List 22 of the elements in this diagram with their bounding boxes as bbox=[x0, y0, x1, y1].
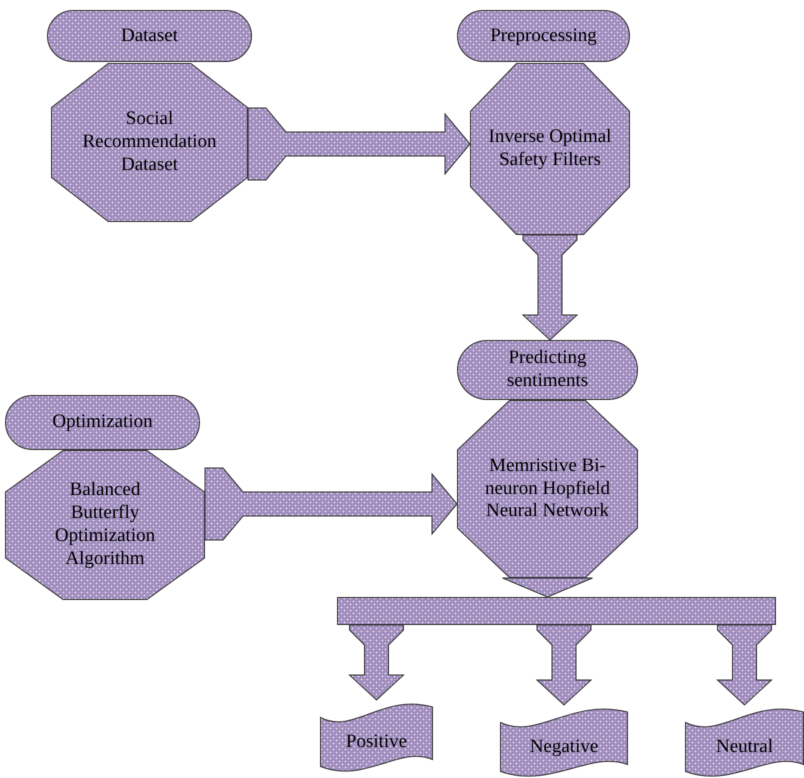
node-label: Dataset bbox=[121, 24, 178, 48]
node-label: Optimization bbox=[52, 411, 153, 434]
node-label: Neutral bbox=[716, 736, 773, 758]
block-arrow bbox=[248, 108, 471, 180]
block-arrow bbox=[204, 468, 458, 540]
rounded-label-box bbox=[457, 340, 638, 400]
block-arrow bbox=[502, 578, 593, 598]
block-arrow bbox=[716, 624, 773, 706]
block-arrow bbox=[348, 624, 405, 701]
node-label: Negative bbox=[530, 736, 598, 758]
node-label: Memristive Bi-neuron Hopfield Neural Network bbox=[484, 454, 612, 524]
node-label: Balanced Butterfly Optimization Algorithm bbox=[54, 479, 156, 571]
rounded-label-box bbox=[457, 10, 630, 62]
block-arrow bbox=[536, 624, 592, 706]
block-arrow bbox=[522, 234, 578, 341]
node-label: Inverse Optimal Safety Filters bbox=[488, 126, 612, 172]
node-label: Predicting sentiments bbox=[506, 347, 590, 393]
node-label: Preprocessing bbox=[490, 24, 597, 48]
rounded-label-box bbox=[5, 395, 200, 450]
node-label: Social Recommendation Dataset bbox=[81, 108, 218, 177]
node-label: Positive bbox=[346, 730, 408, 754]
rounded-label-box bbox=[47, 10, 252, 62]
